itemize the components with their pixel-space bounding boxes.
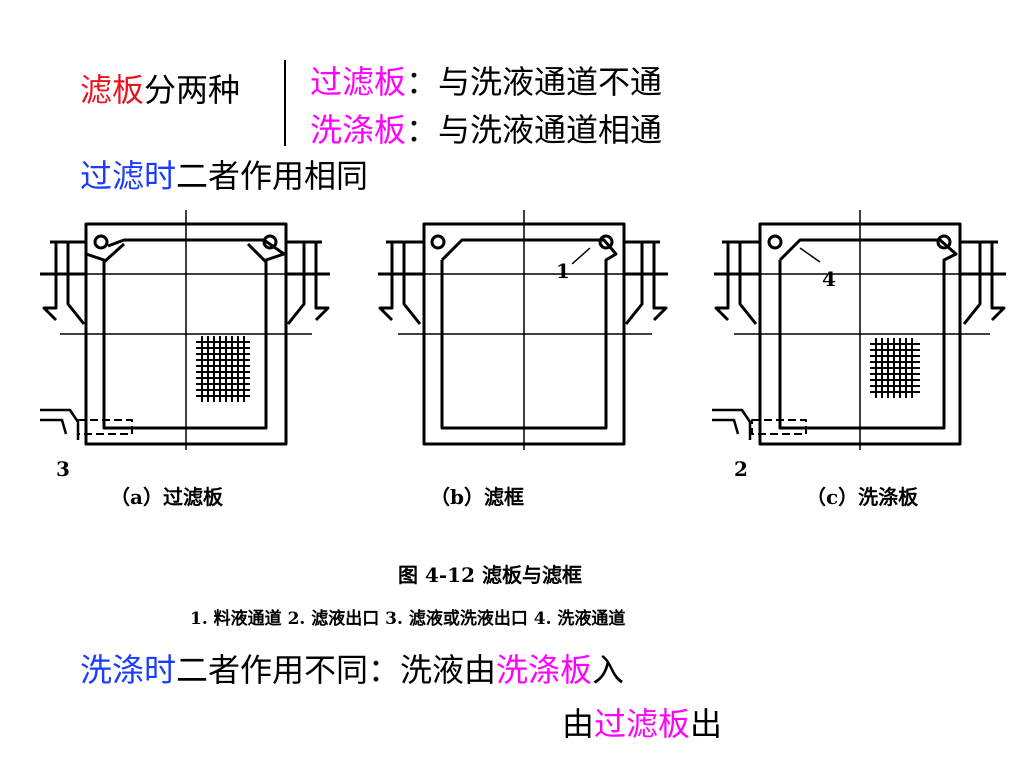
washing-line-2: 由过滤板出 xyxy=(562,704,722,744)
type2-desc: ：与洗液通道相通 xyxy=(406,111,663,149)
type1-desc: ：与洗液通道不通 xyxy=(406,63,663,101)
filtration-rest: 二者作用相同 xyxy=(176,157,369,195)
filtration-line: 过滤时二者作用相同 xyxy=(80,156,368,196)
washing-lead: 洗涤时 xyxy=(80,651,177,689)
washing-line: 洗涤时二者作用不同：洗液由洗涤板入 xyxy=(80,650,624,690)
intro-term: 滤板 xyxy=(80,71,145,109)
figure-title: 图 4-12 滤板与滤框 xyxy=(398,563,582,587)
intro-line: 滤板分两种 xyxy=(80,70,240,110)
figure-legend: 1. 料液通道 2. 滤液出口 3. 滤液或洗液出口 4. 洗液通道 xyxy=(190,609,626,629)
type2-name: 洗涤板 xyxy=(310,111,407,149)
type2-line: 洗涤板：与洗液通道相通 xyxy=(310,110,662,150)
panel-a-drawing xyxy=(40,210,330,450)
callout-2: 2 xyxy=(734,457,748,481)
panel-b-drawing xyxy=(378,210,668,450)
washing-rest: 二者作用不同：洗液由 xyxy=(176,651,497,689)
type1-line: 过滤板：与洗液通道不通 xyxy=(310,62,662,102)
panel-a-caption: （a）过滤板 xyxy=(110,485,223,509)
line2-out: 出 xyxy=(690,705,723,743)
line2-board: 过滤板 xyxy=(594,705,691,743)
panel-b-caption: （b）滤框 xyxy=(430,485,524,509)
washing-board: 洗涤板 xyxy=(496,651,593,689)
type1-name: 过滤板 xyxy=(310,63,407,101)
callout-1: 1 xyxy=(556,259,570,283)
filtration-lead: 过滤时 xyxy=(80,157,177,195)
callout-4: 4 xyxy=(822,267,836,291)
washing-in: 入 xyxy=(592,651,625,689)
line2-from: 由 xyxy=(562,705,595,743)
plate-frame-diagram xyxy=(40,210,1006,450)
bracket-divider xyxy=(284,60,286,146)
panel-c-drawing xyxy=(712,210,1006,450)
callout-3: 3 xyxy=(56,457,70,481)
panel-c-caption: （c）洗涤板 xyxy=(806,485,919,509)
intro-rest: 分两种 xyxy=(144,71,241,109)
